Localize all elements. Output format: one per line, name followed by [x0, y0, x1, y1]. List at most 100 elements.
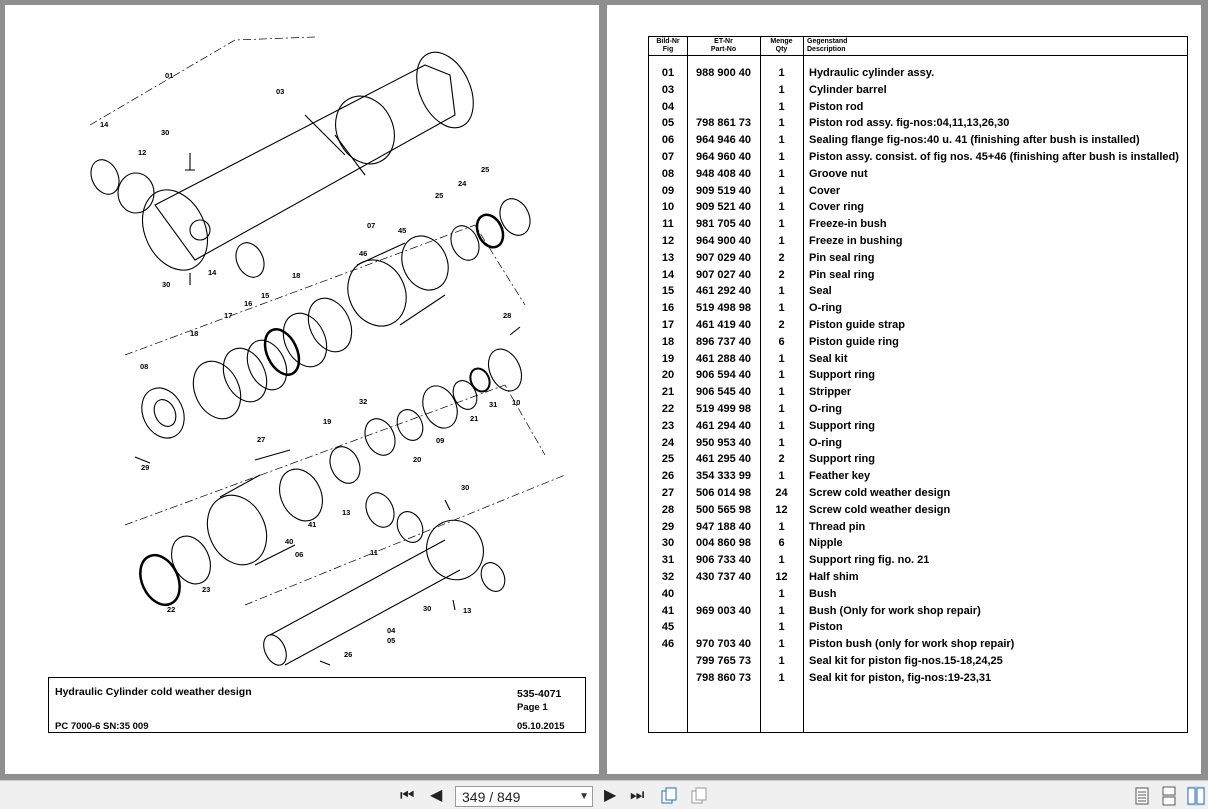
- part-no-cell: 969 003 40: [695, 604, 752, 617]
- part-no-cell: 461 294 40: [695, 419, 752, 432]
- piston-rings: [192, 297, 353, 420]
- qty-cell: 1: [778, 419, 785, 432]
- description-cell: Piston bush (only for work shop repair): [809, 638, 1015, 651]
- description-cell: Piston: [809, 621, 843, 634]
- single-page-view-icon[interactable]: [1133, 786, 1151, 806]
- part-no-cell: 964 960 40: [695, 151, 752, 163]
- callout-label: 19: [323, 417, 331, 426]
- callout-label: 12: [138, 148, 146, 157]
- callout-label: 01: [165, 71, 173, 80]
- fig-cell: 31: [661, 554, 675, 567]
- callout-label: 07: [367, 221, 375, 230]
- description-cell: Groove nut: [809, 167, 868, 180]
- page-layout-icon[interactable]: [660, 786, 678, 806]
- qty-cell: 1: [778, 134, 785, 147]
- qty-cell: 1: [778, 621, 785, 634]
- piston-part: [347, 235, 449, 327]
- chevron-down-icon[interactable]: ▼: [579, 791, 589, 802]
- fig-cell: 14: [661, 268, 675, 281]
- description-cell: Freeze-in bush: [809, 218, 887, 231]
- description-cell: Freeze in bushing: [809, 235, 903, 247]
- qty-cell: 2: [778, 453, 785, 466]
- qty-cell: 1: [778, 167, 785, 180]
- next-page-icon[interactable]: ▶︎: [604, 787, 617, 804]
- callout-label: 29: [141, 463, 149, 472]
- callout-label: 22: [167, 605, 175, 614]
- two-page-view-icon[interactable]: [1187, 786, 1205, 806]
- part-no-cell: 950 953 40: [695, 436, 752, 449]
- fig-cell: 10: [661, 201, 675, 214]
- fig-cell: 18: [661, 335, 675, 348]
- fig-cell: 19: [661, 352, 675, 365]
- qty-cell: 1: [778, 655, 785, 667]
- description-cell: Stripper: [809, 386, 852, 399]
- description-cell: Screw cold weather design: [809, 487, 951, 499]
- fig-cell: 29: [661, 520, 675, 533]
- first-page-icon[interactable]: ⏮︎: [400, 787, 415, 804]
- fig-cell: 17: [661, 319, 675, 331]
- fig-cell: 24: [661, 436, 675, 449]
- callout-label: 14: [208, 268, 217, 277]
- part-no-cell: 004 860 98: [695, 537, 752, 550]
- qty-cell: 24: [775, 487, 788, 499]
- description-cell: Seal: [809, 285, 832, 298]
- cylinder-barrel-part: [141, 51, 474, 271]
- qty-cell: 1: [778, 671, 785, 684]
- top-rings: [90, 159, 531, 278]
- description-cell: Feather key: [809, 470, 871, 483]
- part-no-cell: 906 733 40: [695, 554, 752, 567]
- callout-label: 14: [100, 120, 109, 129]
- qty-cell: 1: [778, 218, 785, 231]
- page-layout-alt-icon[interactable]: [690, 786, 708, 806]
- part-no-cell: 461 288 40: [695, 352, 752, 365]
- callout-label: 04: [387, 626, 396, 635]
- fig-cell: 40: [661, 587, 675, 600]
- description-cell: Bush: [809, 587, 837, 600]
- page-number-input[interactable]: 349 / 849 ▼: [455, 786, 593, 807]
- drawing-title: Hydraulic Cylinder cold weather design: [55, 686, 252, 698]
- description-cell: Sealing flange fig-nos:40 u. 41 (finishi…: [809, 134, 1140, 147]
- last-page-icon[interactable]: ⏭︎: [630, 787, 645, 804]
- qty-cell: 1: [778, 151, 785, 163]
- qty-cell: 1: [778, 554, 785, 567]
- part-no-cell: 906 545 40: [695, 386, 752, 399]
- part-no-cell: 461 419 40: [695, 319, 752, 331]
- previous-page-icon[interactable]: ◀︎: [430, 787, 443, 804]
- callout-label: 30: [162, 280, 170, 289]
- part-no-cell: 461 295 40: [695, 453, 752, 466]
- continuous-view-icon[interactable]: [1160, 786, 1178, 806]
- part-no-cell: 964 946 40: [695, 134, 752, 147]
- callout-label: 05: [387, 636, 395, 645]
- page-number-value: 349 / 849: [462, 789, 521, 805]
- fig-cell: 09: [661, 184, 675, 197]
- callout-label: 08: [140, 362, 148, 371]
- fig-cell: 32: [661, 571, 675, 583]
- callout-label: 40: [285, 537, 293, 546]
- qty-cell: 1: [778, 369, 785, 382]
- description-cell: Seal kit for piston fig-nos.15-18,24,25: [809, 655, 1003, 667]
- callout-label: 25: [435, 191, 443, 200]
- drawing-date: 05.10.2015: [517, 721, 565, 732]
- description-cell: Seal kit: [809, 352, 848, 365]
- callout-label: 15: [261, 291, 269, 300]
- callout-label: 17: [224, 311, 232, 320]
- callout-label: 13: [463, 606, 471, 615]
- fastener-parts: [134, 153, 521, 666]
- fig-cell: 22: [661, 403, 675, 415]
